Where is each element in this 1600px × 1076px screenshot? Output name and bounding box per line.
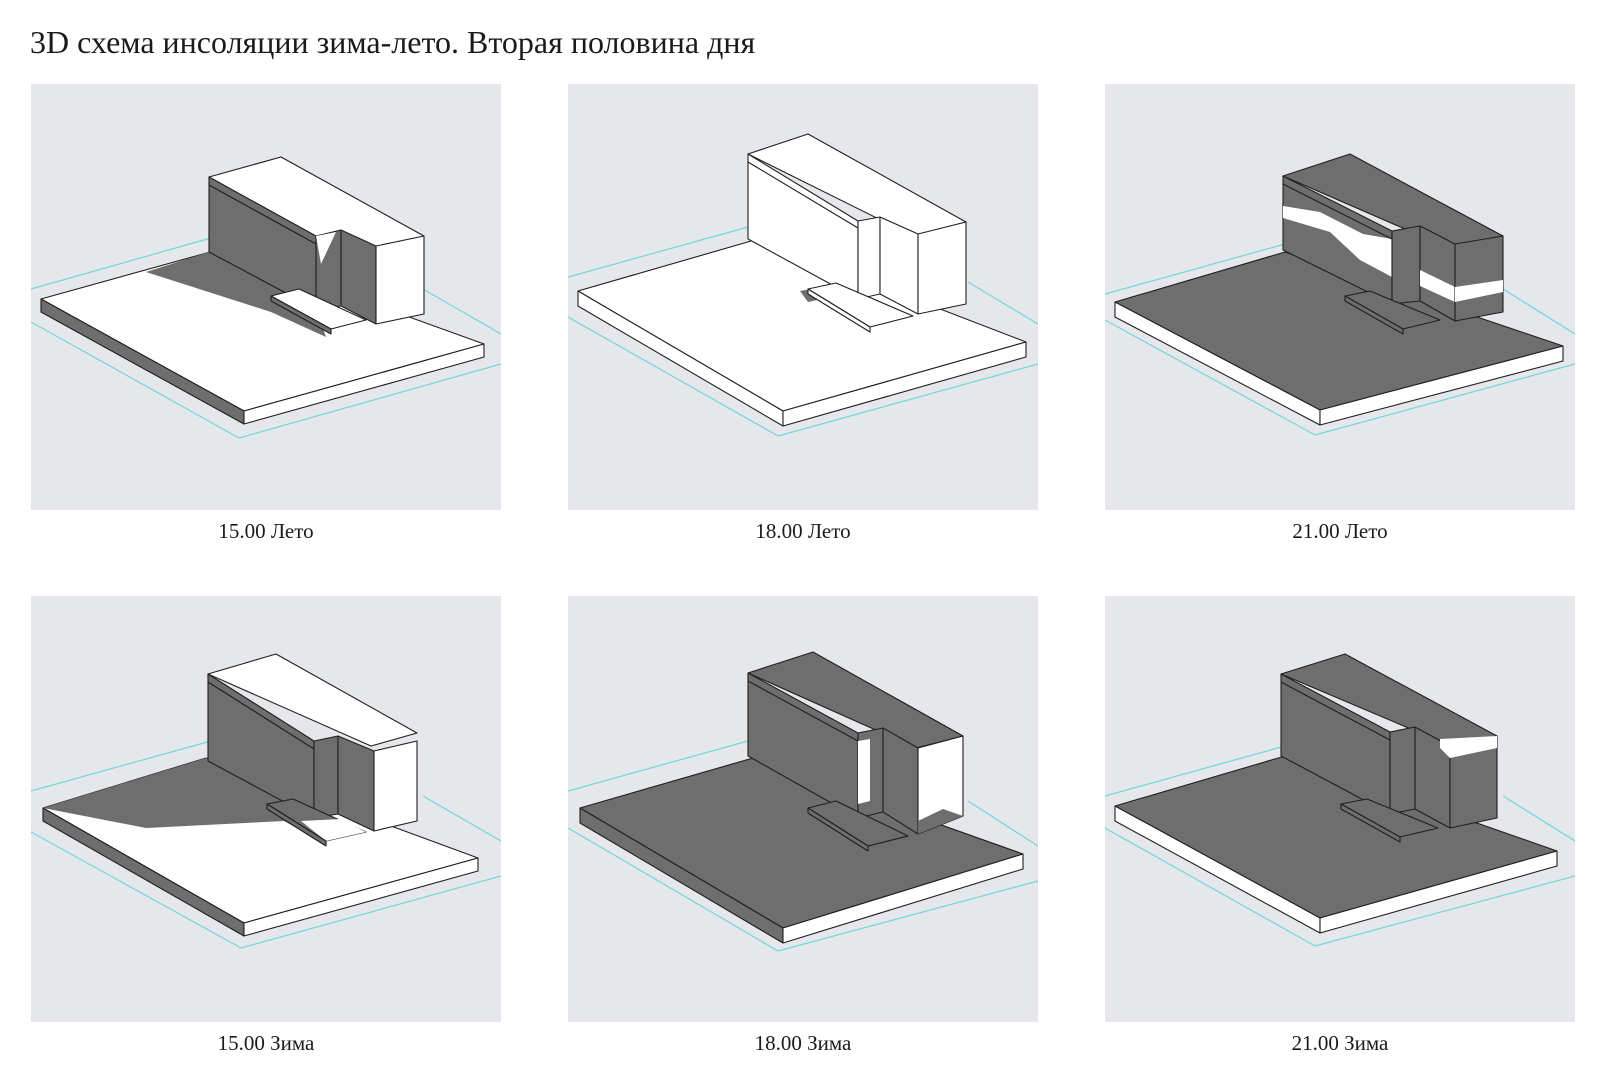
- guide-lines: [568, 226, 1038, 437]
- panel-caption: 18.00 Зима: [754, 1031, 852, 1055]
- base-slab: [579, 757, 1024, 944]
- building: [747, 133, 967, 333]
- ground-shadow: [146, 252, 326, 337]
- building: [1280, 653, 1498, 843]
- building: [208, 156, 425, 335]
- model-view-15-winter: [31, 596, 501, 1022]
- guide-lines: [31, 740, 501, 949]
- ground-shadow: [43, 758, 321, 841]
- base-slab: [1114, 251, 1564, 426]
- model-view-21-winter: [1105, 596, 1575, 1022]
- building: [207, 653, 418, 847]
- model-view-15-summer: [31, 84, 501, 510]
- panel-caption: 15.00 Зима: [217, 1031, 315, 1055]
- building: [747, 651, 964, 852]
- base-slab: [577, 238, 1027, 427]
- base-slab: [40, 248, 485, 425]
- panel-caption: 18.00 Лето: [755, 519, 851, 543]
- guide-lines: [31, 237, 501, 439]
- massing-model-18-summer: [568, 133, 1038, 437]
- panel-caption: 15.00 Лето: [218, 519, 314, 543]
- massing-model-21-summer: [1105, 153, 1575, 436]
- massing-model-15-summer: [31, 156, 501, 439]
- model-view-21-summer: [1105, 84, 1575, 510]
- massing-model-18-winter: [568, 651, 1038, 952]
- massing-model-21-winter: [1105, 653, 1575, 947]
- panel-caption: 21.00 Зима: [1291, 1031, 1389, 1055]
- base-slab: [1114, 755, 1558, 934]
- guide-lines: [1105, 243, 1575, 436]
- insolation-panel-15-winter: 15.00 Зима: [31, 596, 501, 1056]
- building: [1282, 153, 1504, 335]
- insolation-panel-21-summer: 21.00 Лето: [1105, 84, 1575, 544]
- insolation-panel-15-summer: 15.00 Лето: [31, 84, 501, 544]
- insolation-panel-18-summer: 18.00 Лето: [568, 84, 1038, 544]
- massing-model-15-winter: [31, 653, 501, 949]
- guide-lines: [1105, 745, 1575, 947]
- insolation-panel-18-winter: 18.00 Зима: [568, 596, 1038, 1056]
- page-title: 3D схема инсоляции зима-лето. Вторая пол…: [30, 24, 756, 60]
- insolation-panel-21-winter: 21.00 Зима: [1105, 596, 1575, 1056]
- panel-caption: 21.00 Лето: [1292, 519, 1388, 543]
- guide-lines: [568, 740, 1038, 952]
- model-view-18-summer: [568, 84, 1038, 510]
- model-view-18-winter: [568, 596, 1038, 1022]
